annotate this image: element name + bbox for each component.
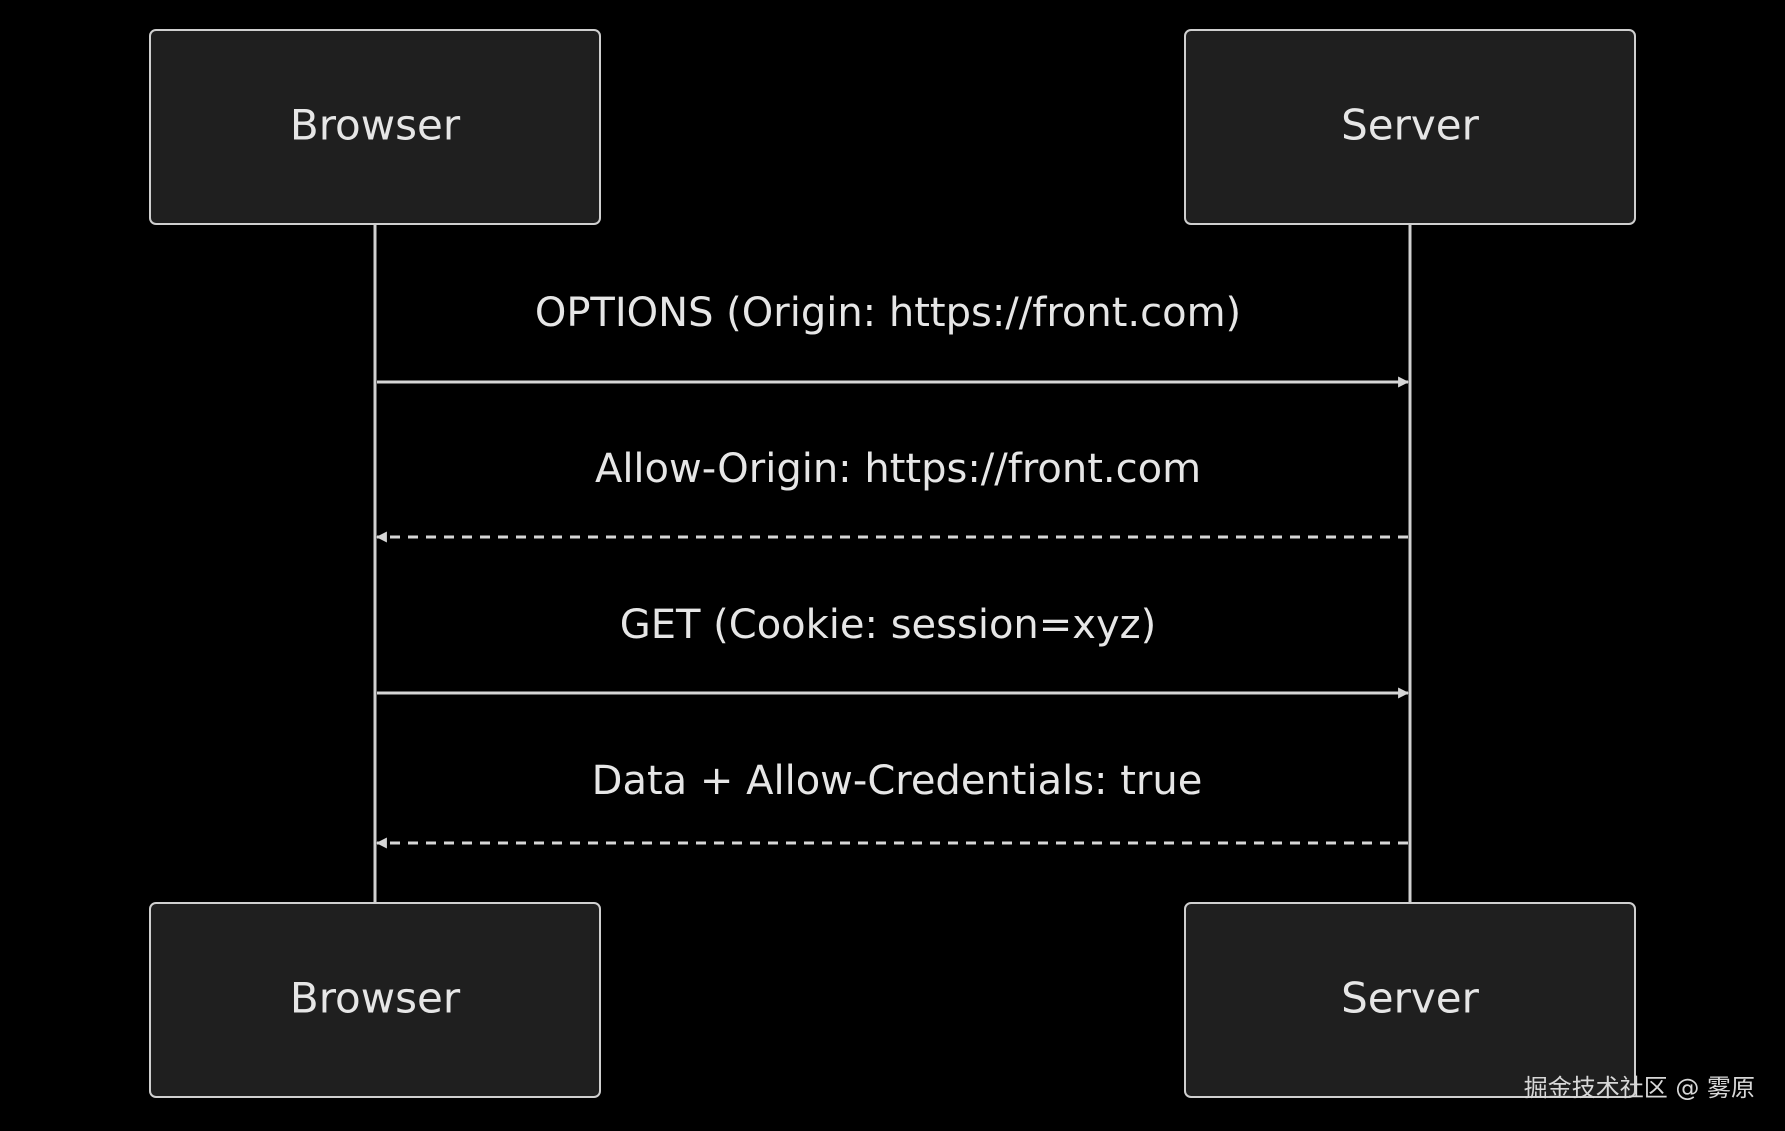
message-get-request-label: GET (Cookie: session=xyz) xyxy=(620,602,1157,648)
actor-top-browser-label: Browser xyxy=(290,101,461,150)
actor-top-server: Server xyxy=(1184,29,1636,225)
message-data-response: Data + Allow-Credentials: true xyxy=(375,758,1408,849)
watermark: 掘金技术社区 @ 雾原 xyxy=(1523,1074,1755,1102)
actor-bottom-browser-label: Browser xyxy=(290,974,461,1023)
actor-top-browser: Browser xyxy=(149,29,601,225)
actor-bottom-browser: Browser xyxy=(149,902,601,1098)
message-data-response-label: Data + Allow-Credentials: true xyxy=(592,758,1203,804)
message-get-request: GET (Cookie: session=xyz) xyxy=(377,602,1410,699)
message-options-request-label: OPTIONS (Origin: https://front.com) xyxy=(535,290,1241,336)
actor-bottom-server-label: Server xyxy=(1341,974,1479,1023)
message-allow-origin-response-label: Allow-Origin: https://front.com xyxy=(595,446,1201,492)
actor-top-server-label: Server xyxy=(1341,101,1479,150)
actor-bottom-server: Server xyxy=(1184,902,1636,1098)
message-allow-origin-response: Allow-Origin: https://front.com xyxy=(375,446,1408,543)
message-options-request: OPTIONS (Origin: https://front.com) xyxy=(377,290,1410,388)
